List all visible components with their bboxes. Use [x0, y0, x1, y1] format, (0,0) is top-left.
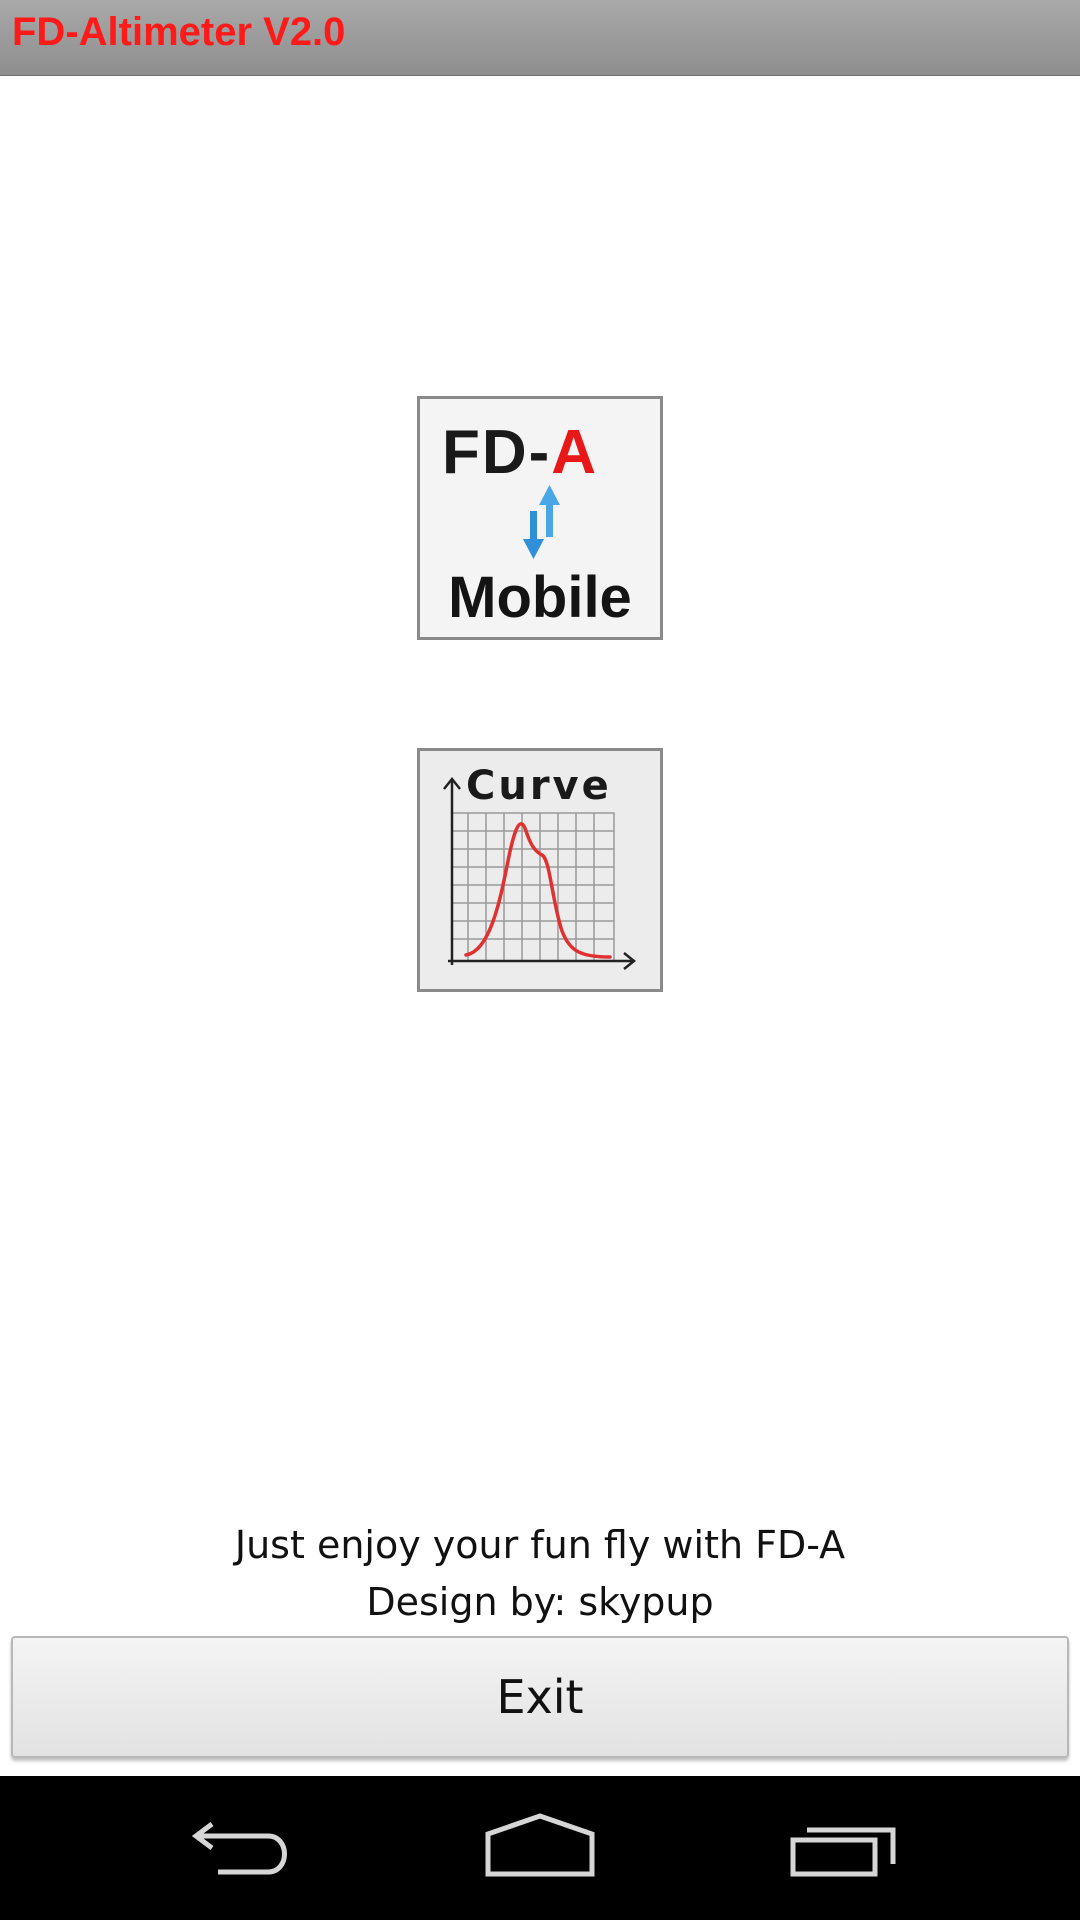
- altitude-curve-chart-icon: [443, 776, 637, 970]
- exit-button[interactable]: Exit: [11, 1636, 1069, 1758]
- home-icon: [485, 1813, 595, 1877]
- mobile-text: Mobile: [448, 565, 632, 630]
- back-button[interactable]: [140, 1776, 340, 1920]
- home-button[interactable]: [440, 1776, 640, 1920]
- sync-arrows-icon: [520, 483, 570, 568]
- navigation-bar: [0, 1776, 1080, 1920]
- fd-a-logo-text: FD-A: [442, 417, 598, 488]
- fd-a-mobile-button[interactable]: FD-A Mobile: [417, 396, 663, 640]
- a-text: A: [551, 418, 599, 487]
- recent-apps-icon: [790, 1827, 896, 1877]
- back-icon: [191, 1822, 287, 1875]
- designer-credit-text: Design by: skypup: [366, 1580, 714, 1624]
- title-bar: FD-Altimeter V2.0: [0, 0, 1080, 76]
- recent-apps-button[interactable]: [745, 1776, 945, 1920]
- curve-button[interactable]: Curve: [417, 748, 663, 992]
- app-title: FD-Altimeter V2.0: [12, 10, 346, 54]
- curve-label: Curve: [466, 763, 612, 809]
- tagline-text: Just enjoy your fun fly with FD-A: [234, 1523, 846, 1567]
- fd-text: FD-: [442, 418, 552, 487]
